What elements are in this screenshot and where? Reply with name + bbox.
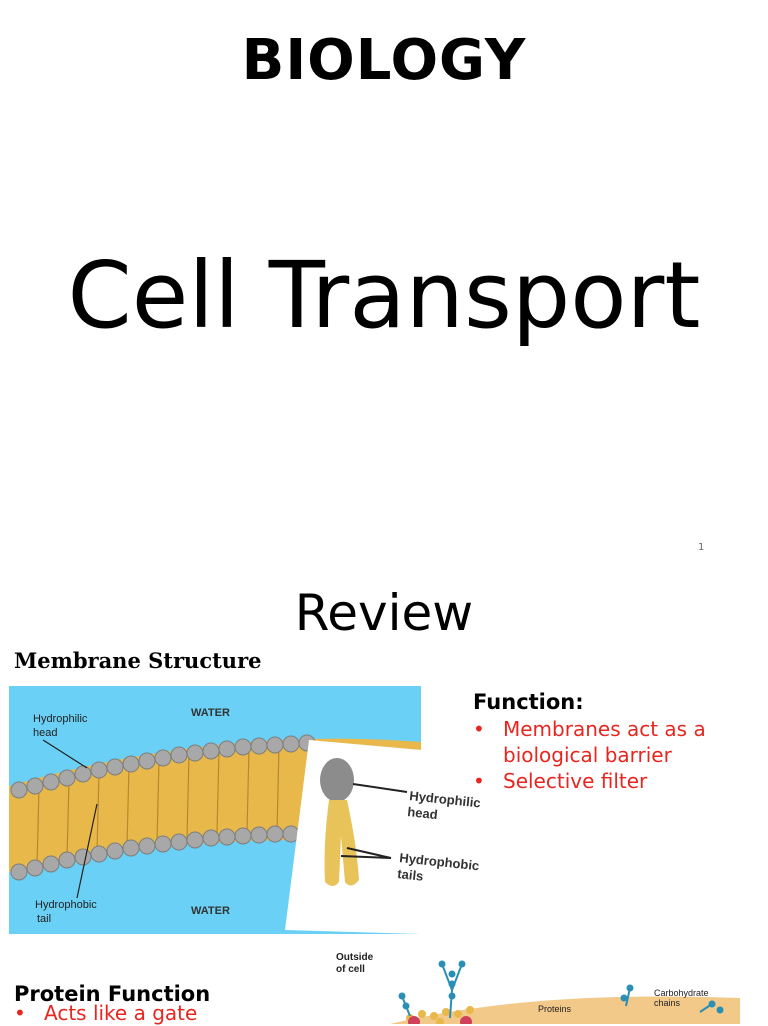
inset-tail-pointer-2 xyxy=(346,847,392,859)
protein-function-item: Acts like a gate xyxy=(14,1000,344,1026)
membrane-diagram: WATER WATER Hydrophilic head Hydrophobic… xyxy=(9,686,489,934)
protein-function-list: Acts like a gate xyxy=(14,1000,344,1026)
outside-label-1: Outside xyxy=(336,952,374,963)
function-item: Selective filter xyxy=(473,768,713,794)
inset-head-label-1: Hydrophilic xyxy=(409,788,482,810)
slide-title: Cell Transport xyxy=(67,242,701,349)
function-item: Membranes act as a biological barrier xyxy=(473,716,713,768)
carbohydrate-label-2: chains xyxy=(654,998,681,1008)
slide-subject: BIOLOGY xyxy=(241,28,527,93)
hydrophilic-label-line1: Hydrophilic xyxy=(33,713,88,725)
inset-head xyxy=(320,758,354,802)
phospholipid-inset xyxy=(285,740,489,934)
review-title: Review xyxy=(294,584,474,642)
hydrophilic-label-line2: head xyxy=(33,727,57,739)
hydrophobic-label-line1: Hydrophobic xyxy=(35,899,97,911)
inset-head-pointer xyxy=(352,783,408,793)
hydrophilic-pointer xyxy=(42,739,88,769)
membrane-structure-heading: Membrane Structure xyxy=(14,648,262,673)
membrane-surface xyxy=(390,996,740,1024)
inset-tail-pointer-1 xyxy=(340,855,392,859)
outside-label-2: of cell xyxy=(336,964,365,975)
water-bottom-label: WATER xyxy=(191,905,230,917)
inset-tails xyxy=(324,800,359,886)
hydrophobic-pointer xyxy=(76,803,98,899)
protein-head xyxy=(460,1016,472,1024)
sugar-beads xyxy=(398,960,724,1014)
protein-diagram: Outside of cell Carbohydrate chains Prot… xyxy=(336,952,740,1024)
page-number: 1 xyxy=(698,542,705,553)
tail-lines xyxy=(36,745,280,867)
inset-tails-label-2: tails xyxy=(397,866,424,884)
top-heads xyxy=(10,734,316,799)
protein-head xyxy=(408,1016,420,1024)
water-top-label: WATER xyxy=(191,707,230,719)
hydrophobic-label-line2: tail xyxy=(37,913,51,925)
function-heading: Function: xyxy=(473,690,584,714)
carbohydrate-label-1: Carbohydrate xyxy=(654,988,709,998)
proteins-label: Proteins xyxy=(538,1004,572,1014)
inset-head-label-2: head xyxy=(407,804,439,822)
function-list: Membranes act as a biological barrier Se… xyxy=(473,716,713,794)
